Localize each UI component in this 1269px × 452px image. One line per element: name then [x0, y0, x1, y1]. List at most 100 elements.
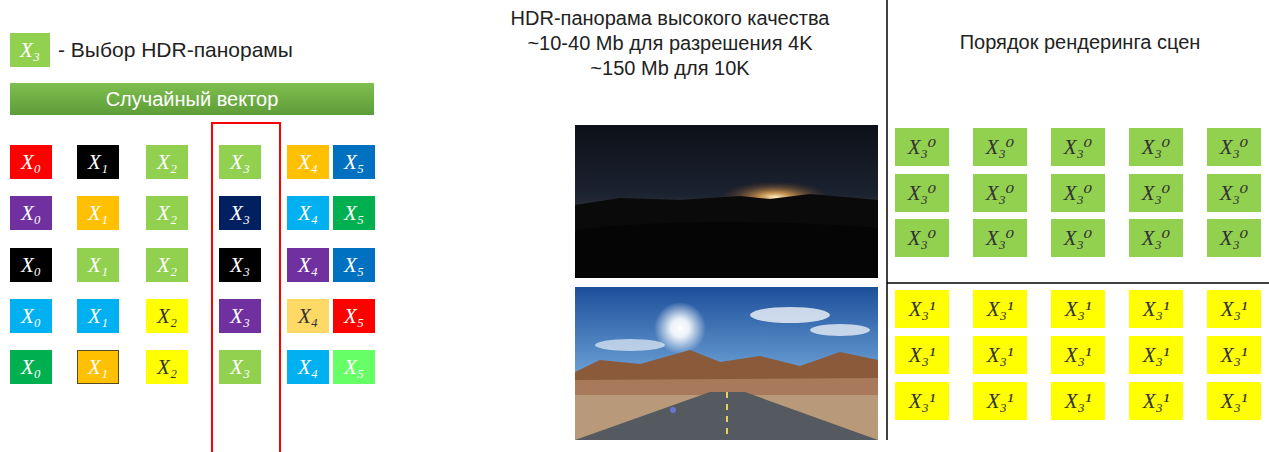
vector-cell: X₄	[287, 350, 329, 384]
render-cell: X₃¹	[1207, 290, 1261, 328]
cell-label: X₁	[88, 152, 108, 173]
vector-cell: X₄	[287, 196, 329, 230]
cell-label: X₂	[157, 255, 177, 276]
vector-cell: X₁	[77, 299, 119, 333]
vector-cell: X₀	[10, 248, 52, 282]
cell-label: X₃⁰	[908, 137, 937, 158]
render-cell: X₃¹	[1051, 290, 1105, 328]
cell-label: X₅	[344, 255, 364, 276]
cell-label: X₀	[21, 357, 41, 378]
vector-cell: X₄	[287, 299, 329, 333]
cell-label: X₁	[88, 357, 108, 378]
cell-label: X₃¹	[1065, 345, 1091, 366]
vector-cell: X₃	[219, 248, 261, 282]
render-cell: X₃¹	[1129, 336, 1183, 374]
cell-label: X₂	[157, 306, 177, 327]
cell-label: X₁	[88, 306, 108, 327]
cell-label: X₃¹	[1143, 345, 1169, 366]
render-cell: X₃¹	[1207, 382, 1261, 420]
vector-cell: X₃	[219, 350, 261, 384]
cell-label: X₃⁰	[908, 228, 937, 249]
cell-label: X₁	[88, 203, 108, 224]
cell-label: X₂	[157, 152, 177, 173]
cell-label: X₃¹	[1065, 391, 1091, 412]
night-panorama	[575, 125, 878, 278]
vector-cell: X₅	[333, 196, 375, 230]
render-cell: X₃⁰	[895, 219, 949, 257]
vector-cell: X₃	[219, 196, 261, 230]
cell-label: X₃¹	[909, 391, 935, 412]
cell-label: X₃⁰	[1220, 183, 1249, 204]
render-cell: X₃⁰	[973, 174, 1027, 212]
cell-label: X₃	[230, 255, 250, 276]
cell-label: X₃¹	[1221, 299, 1247, 320]
cell-label: X₄	[298, 152, 318, 173]
render-cell: X₃¹	[895, 382, 949, 420]
render-cell: X₃¹	[895, 336, 949, 374]
cell-label: X₃⁰	[986, 137, 1015, 158]
cell-label: X₃	[20, 40, 40, 61]
divider-line	[886, 0, 888, 440]
vector-cell: X₁	[77, 350, 119, 384]
vector-cell: X₅	[333, 299, 375, 333]
header-text: ~10-40 Mb для разрешения 4K	[460, 31, 880, 55]
vector-cell: X₂	[146, 248, 188, 282]
vector-cell: X₃	[219, 299, 261, 333]
cell-label: X₃⁰	[1064, 183, 1093, 204]
render-cell: X₃¹	[973, 290, 1027, 328]
render-cell: X₃⁰	[1207, 174, 1261, 212]
vector-cell: X₂	[146, 350, 188, 384]
vector-cell: X₁	[77, 248, 119, 282]
render-cell: X₃⁰	[1051, 174, 1105, 212]
cell-label: X₃⁰	[1142, 228, 1171, 249]
vector-cell: X₄	[287, 145, 329, 179]
cell-label: X₃¹	[987, 391, 1013, 412]
cell-label: X₃¹	[987, 299, 1013, 320]
legend-text: - Выбор HDR-панорамы	[58, 37, 358, 62]
vector-cell: X₅	[333, 248, 375, 282]
header-text: ~150 Mb для 10K	[460, 56, 880, 80]
vector-cell: X₄	[287, 248, 329, 282]
render-cell: X₃¹	[973, 382, 1027, 420]
vector-cell: X₂	[146, 145, 188, 179]
render-cell: X₃⁰	[973, 128, 1027, 166]
cell-label: X₃⁰	[1064, 228, 1093, 249]
cell-label: X₃¹	[909, 345, 935, 366]
vector-cell: X₅	[333, 145, 375, 179]
cell-label: X₀	[21, 152, 41, 173]
cell-label: X₅	[344, 152, 364, 173]
cell-label: X₄	[298, 306, 318, 327]
cell-label: X₁	[88, 255, 108, 276]
cell-label: X₄	[298, 357, 318, 378]
cell-label: X₃¹	[1221, 345, 1247, 366]
cell-label: X₃¹	[987, 345, 1013, 366]
cell-label: X₃	[230, 357, 250, 378]
cell-label: X₃⁰	[908, 183, 937, 204]
cell-label: X₃¹	[1143, 299, 1169, 320]
cell-label: X₃⁰	[1064, 137, 1093, 158]
render-cell: X₃⁰	[1129, 128, 1183, 166]
cell-label: X₃⁰	[1142, 137, 1171, 158]
render-cell: X₃¹	[1129, 290, 1183, 328]
cell-label: X₃⁰	[986, 183, 1015, 204]
cell-label: X₀	[21, 203, 41, 224]
cell-label: X₃¹	[1221, 391, 1247, 412]
cell-label: X₃¹	[1065, 299, 1091, 320]
cell-label: X₂	[157, 203, 177, 224]
divider-line	[887, 282, 1269, 284]
vector-cell: X₃	[219, 145, 261, 179]
vector-cell: X₂	[146, 196, 188, 230]
cell-label: X₃¹	[909, 299, 935, 320]
banner-title: Случайный вектор	[106, 88, 279, 111]
selection-frame	[212, 123, 280, 452]
cell-label: X₂	[157, 357, 177, 378]
cell-label: X₅	[344, 306, 364, 327]
render-cell: X₃⁰	[973, 219, 1027, 257]
vector-cell: X₀	[10, 299, 52, 333]
render-cell: X₃⁰	[1051, 219, 1105, 257]
render-cell: X₃⁰	[895, 128, 949, 166]
render-cell: X₃¹	[1051, 382, 1105, 420]
cell-label: X₅	[344, 203, 364, 224]
render-cell: X₃⁰	[895, 174, 949, 212]
cell-label: X₃	[230, 306, 250, 327]
